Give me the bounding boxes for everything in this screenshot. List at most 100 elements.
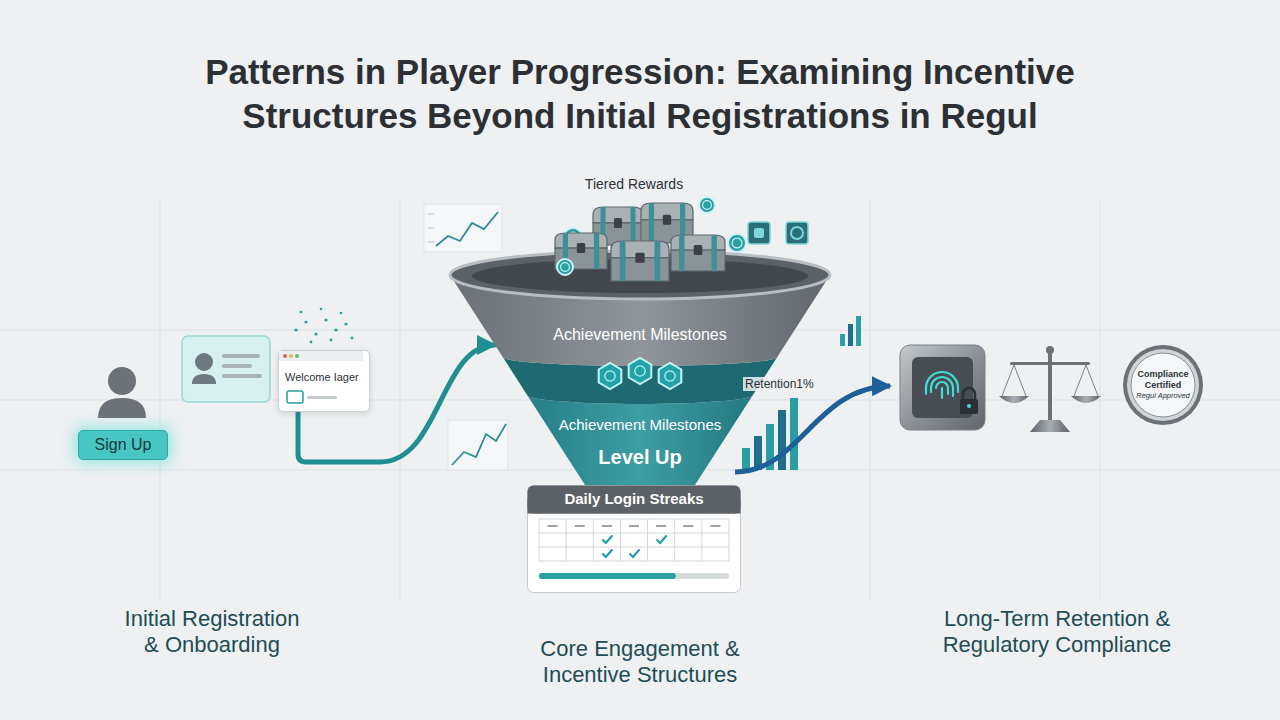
id-card-icon	[195, 353, 213, 371]
sparkle-dots	[334, 328, 337, 331]
calendar-card	[528, 486, 741, 593]
treasure-chests	[699, 197, 715, 213]
funnel-shape	[450, 251, 830, 299]
sparkle-dots	[351, 337, 354, 340]
background-grid	[0, 200, 1280, 600]
treasure-chests	[631, 207, 636, 245]
calendar-grid	[539, 547, 729, 548]
treasure-chests	[561, 263, 570, 272]
id-card-icon	[222, 364, 252, 368]
line-chart	[448, 420, 508, 470]
welcome-icon	[307, 396, 337, 399]
calendar-card	[603, 550, 612, 557]
person-icon	[98, 367, 146, 418]
calendar-grid	[539, 519, 729, 561]
reward-icons	[791, 227, 803, 239]
hex-coins	[599, 358, 682, 389]
welcome-icon	[287, 391, 303, 403]
line-chart	[424, 204, 502, 252]
treasure-chests	[557, 259, 573, 275]
scales-icon	[1086, 365, 1098, 396]
vault-icon	[900, 345, 985, 430]
person-icon	[108, 367, 136, 395]
bar-chart	[742, 448, 750, 470]
button-label: Sign Up	[95, 435, 152, 455]
badge-seal	[1127, 349, 1199, 421]
browser-chrome	[283, 354, 287, 358]
calendar-grid	[701, 519, 702, 561]
treasure-chests	[679, 235, 684, 271]
id-card-icon	[192, 374, 216, 384]
calendar-card	[548, 525, 558, 527]
funnel-text: Level Up	[445, 445, 835, 469]
bar-chart	[778, 410, 786, 470]
browser-chrome	[289, 354, 293, 358]
treasure-chests	[655, 241, 661, 281]
treasure-chests	[635, 253, 644, 263]
stage-caption: Long-Term Retention & Regulatory Complia…	[927, 606, 1187, 658]
calendar-grid	[593, 519, 594, 561]
stage-caption: Core Engagement & Incentive Structures	[525, 636, 755, 688]
treasure-chests	[649, 203, 654, 243]
bar-chart	[840, 334, 845, 346]
calendar-grid	[647, 519, 648, 561]
line-chart	[428, 228, 434, 229]
calendar-card	[539, 573, 729, 579]
vault-icon	[926, 372, 958, 398]
signup-button: Sign Up	[78, 430, 168, 460]
calendar-card	[656, 525, 666, 527]
welcome-card: Welcome Iager	[278, 350, 370, 412]
calendar-card	[528, 486, 741, 514]
calendar-card	[683, 525, 693, 527]
calendar-grid	[729, 519, 730, 561]
funnel-text: Achievement Milestones	[445, 325, 835, 344]
scales-icon	[1014, 365, 1026, 396]
treasure-chests	[594, 233, 599, 269]
treasure-chests	[694, 245, 703, 255]
sparkle-dots	[320, 308, 323, 311]
calendar-card	[710, 525, 720, 527]
treasure-chests	[620, 241, 626, 281]
funnel-shape	[503, 357, 778, 404]
stage-caption: Initial Registration & Onboarding	[118, 606, 306, 658]
calendar-card	[539, 573, 676, 579]
treasure-chests	[555, 197, 746, 281]
calendar-card	[657, 536, 666, 543]
hex-coins	[665, 371, 675, 381]
calendar-grid	[620, 519, 621, 561]
reward-icons	[786, 222, 808, 244]
badge-seal	[1123, 345, 1203, 425]
bar-chart	[790, 398, 798, 470]
reward-icons	[754, 228, 764, 238]
id-card-icon	[222, 354, 260, 358]
vault-icon	[941, 388, 943, 398]
bar-chart	[856, 316, 861, 346]
sparkle-dots	[344, 322, 347, 325]
calendar-card	[630, 550, 639, 557]
compliance-badge: Compliance CertifiedRegul Approved	[1123, 345, 1203, 425]
funnel-text: Achievement Milestones	[445, 416, 835, 434]
line-chart	[428, 242, 434, 243]
sparkle-dots	[340, 312, 343, 315]
calendar-grid	[539, 519, 540, 561]
bar-chart	[742, 398, 798, 470]
hex-coins	[635, 366, 645, 376]
hex-coins	[659, 363, 682, 389]
line-chart	[452, 424, 506, 465]
scales-icon	[1002, 365, 1014, 396]
calendar-grid	[539, 561, 729, 562]
hex-coins	[599, 363, 622, 389]
calendar-grid	[539, 533, 729, 534]
sparkle-dots	[310, 341, 313, 344]
card-text: Welcome Iager	[279, 370, 365, 384]
sparkle-dots	[304, 320, 307, 323]
chart-label: Retention1%	[743, 377, 816, 391]
scales-icon	[999, 396, 1029, 403]
calendar-card	[603, 536, 612, 543]
diagram-title: Patterns in Player Progression: Examinin…	[40, 50, 1240, 138]
hex-coins	[629, 358, 652, 384]
calendar-card	[602, 525, 612, 527]
calendar-grid	[566, 519, 567, 561]
treasure-chests	[577, 243, 585, 253]
